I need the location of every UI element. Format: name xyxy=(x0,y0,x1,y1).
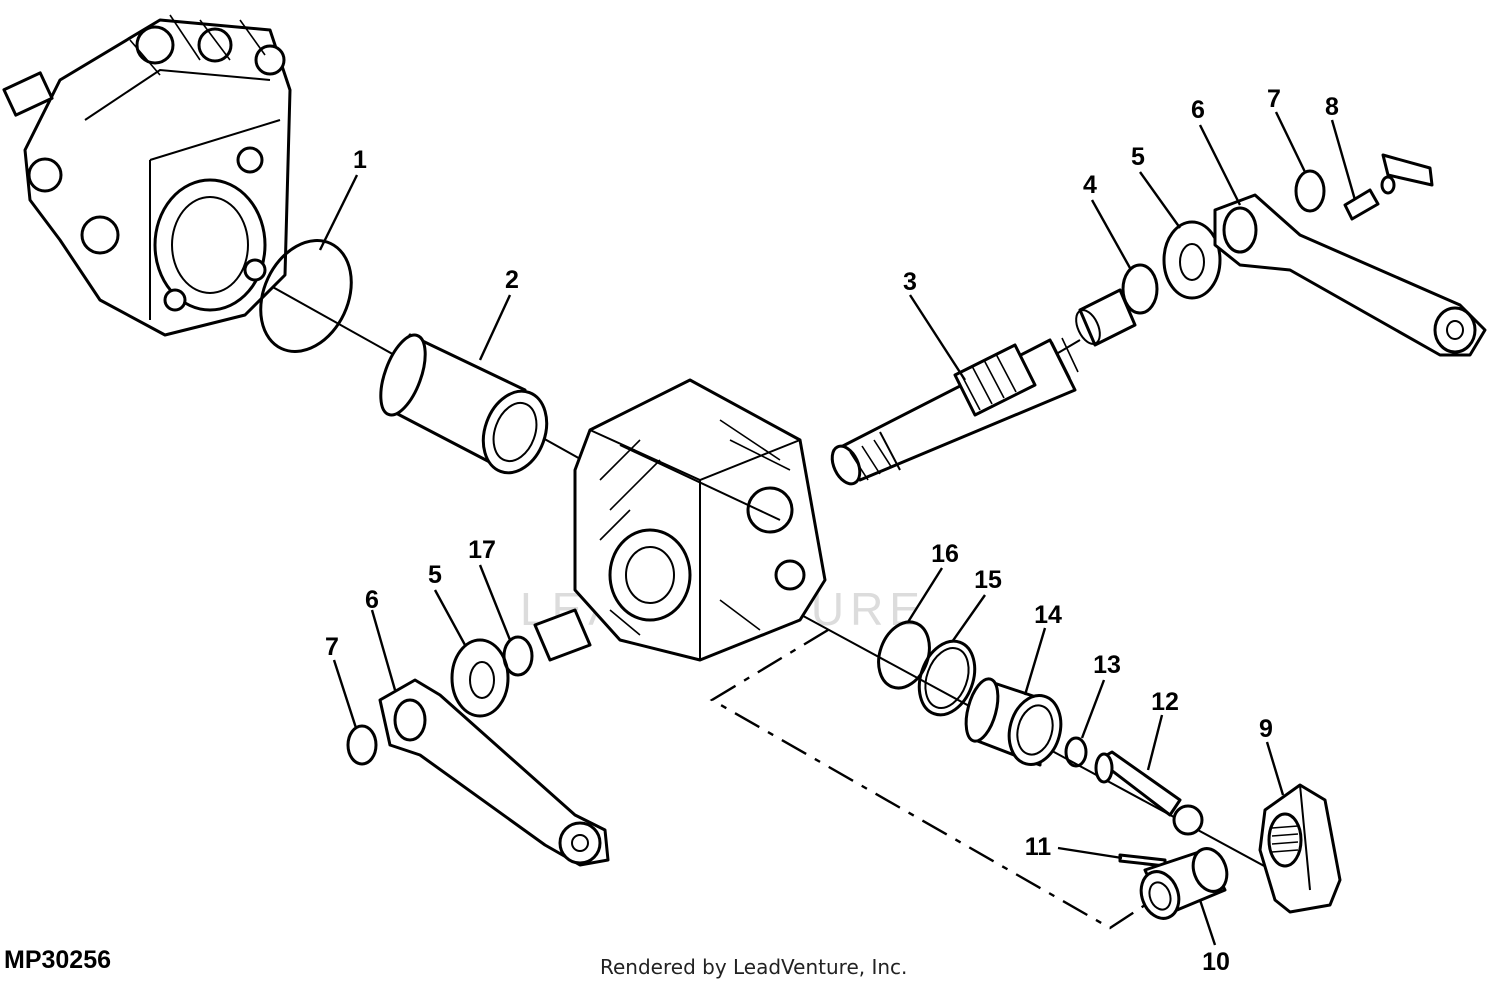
callout-8: 8 xyxy=(1325,93,1339,121)
seal-ring-part-15 xyxy=(917,639,977,717)
render-credit: Rendered by LeadVenture, Inc. xyxy=(600,955,908,979)
callout-11: 11 xyxy=(1025,833,1052,861)
retaining-ring-part-7-upper xyxy=(1294,169,1326,213)
callout-6-upper: 6 xyxy=(1191,96,1205,124)
callout-numbers: 1 2 3 4 5 6 7 8 5 6 7 17 16 15 14 13 12 … xyxy=(325,85,1339,976)
bushing-part-10 xyxy=(1139,847,1229,920)
snap-ring-part-17 xyxy=(502,635,534,677)
callout-1: 1 xyxy=(353,146,367,174)
callout-9: 9 xyxy=(1259,715,1273,743)
lever-arm-part-6-upper xyxy=(1213,193,1487,357)
callout-15: 15 xyxy=(974,566,1002,594)
callout-5-lower: 5 xyxy=(428,561,442,589)
callout-5-upper: 5 xyxy=(1131,143,1145,171)
leader-lines xyxy=(318,111,1357,946)
callout-4: 4 xyxy=(1083,171,1097,199)
sleeve-part-2 xyxy=(379,333,549,475)
ball-pin-part-12 xyxy=(1094,750,1204,836)
callout-16: 16 xyxy=(931,540,959,568)
callout-6-lower: 6 xyxy=(365,586,379,614)
callout-2: 2 xyxy=(505,266,519,294)
callout-12: 12 xyxy=(1151,688,1179,716)
piston-part-14 xyxy=(964,677,1063,767)
callout-14: 14 xyxy=(1034,601,1062,629)
retaining-ring-part-7-lower xyxy=(346,724,378,766)
motor-body xyxy=(573,378,827,662)
shaft-part-3 xyxy=(830,337,1079,486)
washer-part-5-lower xyxy=(450,638,510,718)
pump-housing xyxy=(2,14,292,337)
callout-7-upper: 7 xyxy=(1267,85,1281,113)
dashed-relation-line xyxy=(709,628,1146,930)
o-ring-part-1 xyxy=(259,239,353,353)
callout-7-lower: 7 xyxy=(325,633,339,661)
bearing-left xyxy=(533,608,592,662)
snap-ring-part-4 xyxy=(1121,263,1159,315)
callout-17: 17 xyxy=(468,536,496,564)
callout-10: 10 xyxy=(1202,948,1230,976)
pin-part-8 xyxy=(1343,153,1434,221)
lever-arm-part-6-lower xyxy=(378,678,610,867)
bearing-right xyxy=(1075,288,1137,347)
callout-3: 3 xyxy=(903,268,917,296)
crank-lever-part-9 xyxy=(1258,783,1342,914)
callout-13: 13 xyxy=(1093,651,1121,679)
ring-part-13 xyxy=(1064,736,1088,768)
washer-part-5-upper xyxy=(1162,220,1222,300)
figure-id: MP30256 xyxy=(4,946,112,974)
